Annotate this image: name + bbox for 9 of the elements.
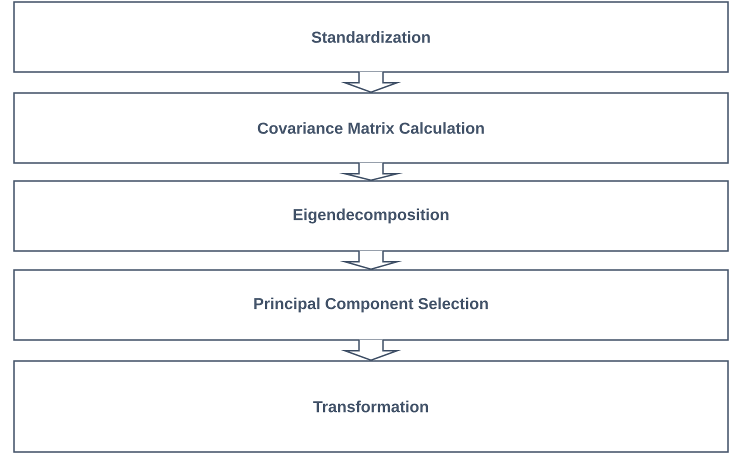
block-arrow — [340, 250, 402, 270]
process-box: Principal Component Selection — [13, 269, 729, 341]
process-box: Eigendecomposition — [13, 180, 729, 252]
block-arrow — [340, 339, 402, 362]
block-arrow — [338, 162, 404, 182]
block-arrow — [340, 71, 402, 94]
process-box: Covariance Matrix Calculation — [13, 92, 729, 164]
process-box: Transformation — [13, 360, 729, 453]
process-box: Standardization — [13, 1, 729, 73]
